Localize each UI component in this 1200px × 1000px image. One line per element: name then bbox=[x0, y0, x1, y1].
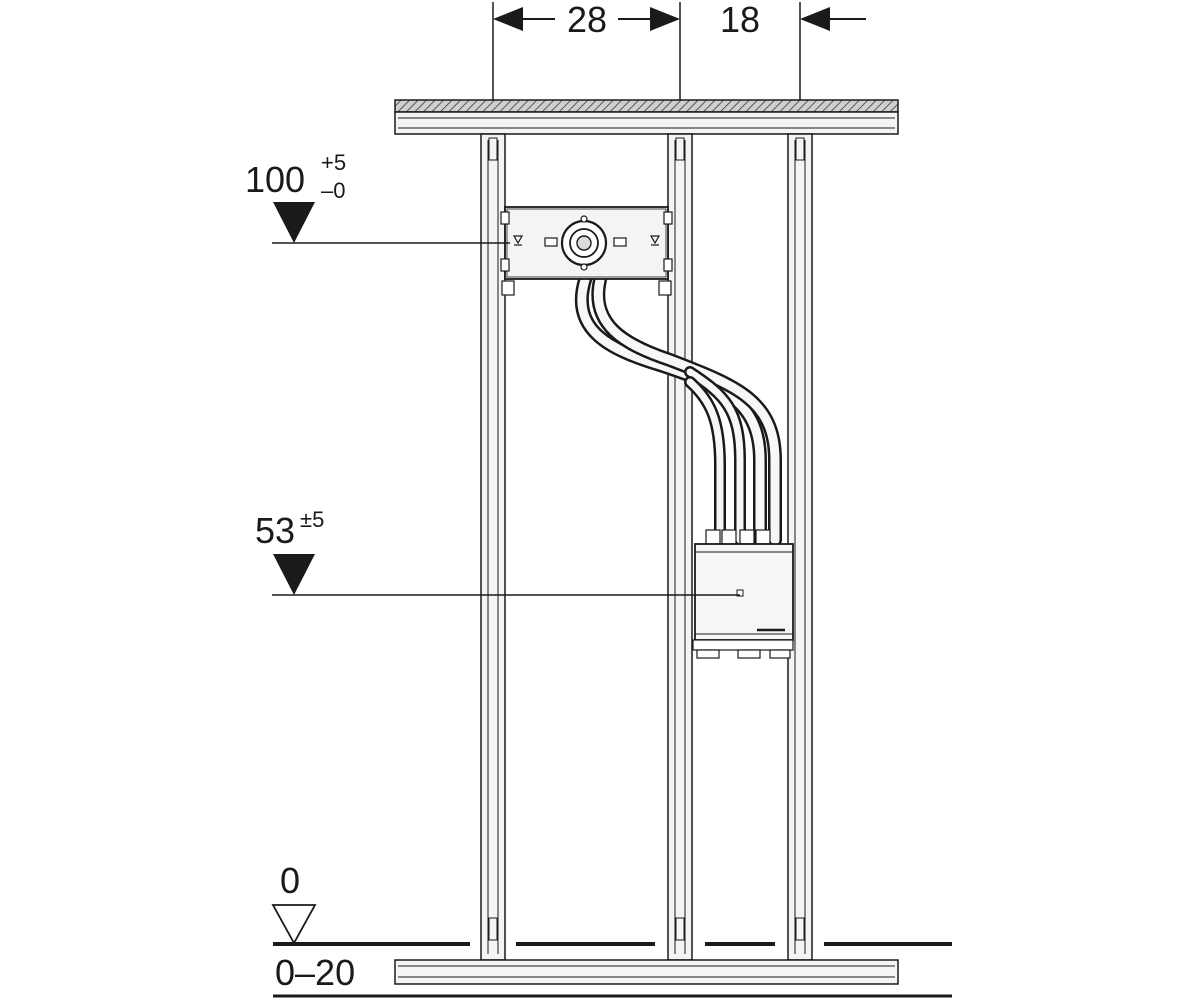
level-label-subfloor: 0–20 bbox=[275, 952, 355, 993]
level-mark-icon bbox=[512, 235, 524, 245]
arrow-left-icon bbox=[800, 7, 830, 31]
level-label-middle: 53 bbox=[255, 510, 295, 551]
arrow-right-icon bbox=[650, 7, 680, 31]
level-triangle-filled-icon bbox=[273, 202, 315, 243]
dimension-label-18: 18 bbox=[720, 0, 760, 40]
level-triangle-outline-icon bbox=[271, 904, 317, 945]
level-triangle-filled-icon bbox=[273, 554, 315, 595]
level-tolerance: ±5 bbox=[300, 507, 324, 532]
level-tolerance-plus: +5 bbox=[321, 150, 346, 175]
level-label-floor: 0 bbox=[280, 860, 300, 901]
dimension-chain bbox=[492, 2, 866, 128]
stud-left bbox=[480, 133, 506, 961]
arrow-left-icon bbox=[493, 7, 523, 31]
bottom-rail bbox=[394, 959, 899, 985]
dimension-label-28: 28 bbox=[567, 0, 607, 40]
mounting-plate bbox=[500, 206, 673, 296]
level-marker-upper bbox=[272, 202, 510, 244]
stud-middle bbox=[667, 133, 693, 961]
function-box bbox=[692, 529, 794, 659]
level-label-upper: 100 bbox=[245, 159, 305, 200]
level-marker-middle bbox=[272, 554, 740, 596]
hose-bundle bbox=[574, 273, 782, 547]
level-tolerance-minus: –0 bbox=[321, 178, 345, 203]
top-rail bbox=[394, 99, 899, 135]
level-mark-icon bbox=[649, 235, 661, 245]
